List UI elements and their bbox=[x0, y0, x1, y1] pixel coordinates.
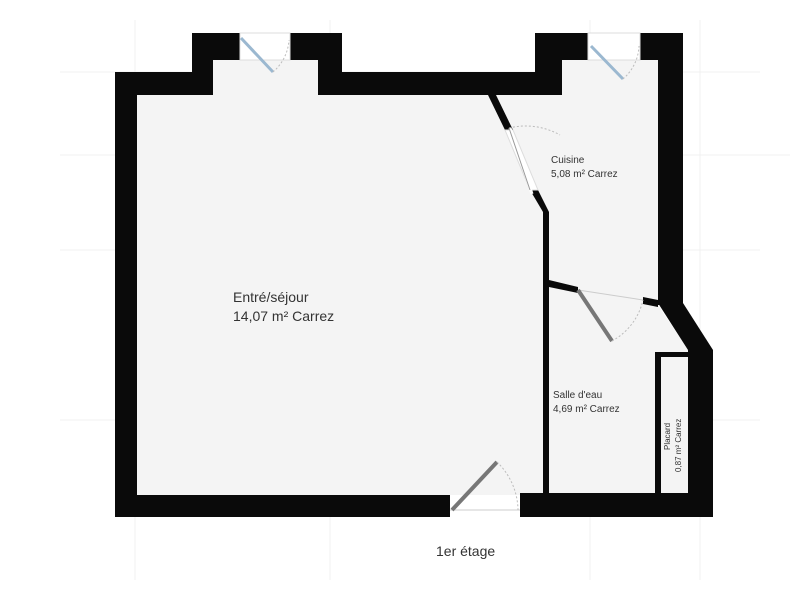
window-left bbox=[239, 32, 291, 74]
room-label-cuisine: Cuisine 5,08 m² Carrez bbox=[551, 154, 618, 182]
room-area: 5,08 m² Carrez bbox=[551, 169, 618, 180]
walls bbox=[115, 33, 713, 517]
room-name: Entré/séjour bbox=[233, 289, 309, 305]
room-area: 14,07 m² Carrez bbox=[233, 308, 335, 324]
floor-label: 1er étage bbox=[436, 543, 496, 559]
room-area: 0,87 m² Carrez bbox=[674, 418, 683, 472]
window-kitchen bbox=[587, 32, 641, 81]
room-area: 4,69 m² Carrez bbox=[553, 404, 620, 415]
room-label-placard: Placard 0,87 m² Carrez bbox=[662, 419, 684, 472]
door-entrance bbox=[450, 460, 520, 512]
room-name: Placard bbox=[663, 422, 672, 450]
room-name: Salle d'eau bbox=[553, 390, 603, 401]
floor-area bbox=[137, 60, 688, 495]
door-salle-eau bbox=[576, 288, 644, 343]
room-label-sejour: Entré/séjour 14,07 m² Carrez bbox=[233, 288, 334, 326]
door-kitchen bbox=[504, 125, 561, 195]
room-label-salle-eau: Salle d'eau 4,69 m² Carrez bbox=[553, 389, 620, 417]
room-name: Cuisine bbox=[551, 155, 585, 166]
